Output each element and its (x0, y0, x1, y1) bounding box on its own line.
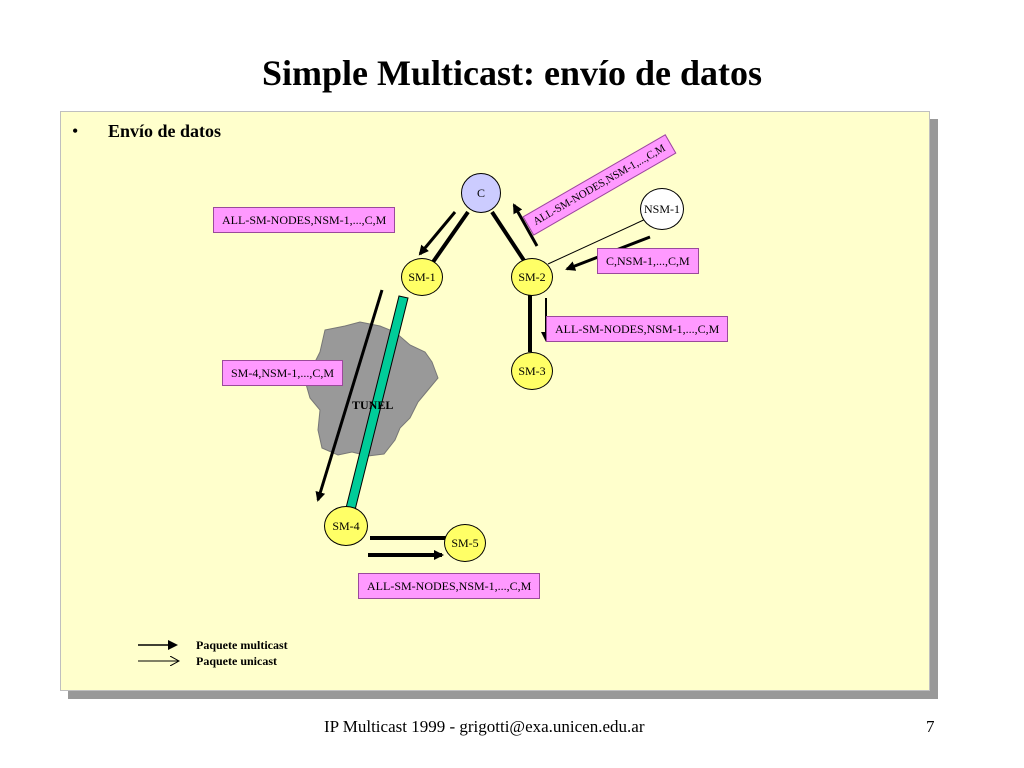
node-sm1-label: SM-1 (408, 269, 436, 284)
footer-text: IP Multicast 1999 - grigotti@exa.unicen.… (324, 717, 645, 736)
slide-title: Simple Multicast: envío de datos (262, 53, 762, 93)
node-core-c: C (461, 173, 501, 213)
node-sm5-label: SM-5 (451, 535, 479, 550)
packet-label-sm4-to-sm5: ALL-SM-NODES,NSM-1,...,C,M (358, 573, 541, 599)
node-sm2-label: SM-2 (518, 269, 546, 284)
node-sm4-label: SM-4 (332, 518, 360, 533)
node-nsm1: NSM-1 (640, 188, 684, 230)
link-c-sm2 (490, 210, 527, 264)
legend-multicast-label: Paquete multicast (196, 638, 288, 652)
bullet-marker: • (72, 121, 79, 141)
legend-unicast-label: Paquete unicast (196, 654, 277, 668)
node-sm3: SM-3 (511, 352, 553, 390)
node-sm1: SM-1 (401, 258, 443, 296)
arrow-c-to-sm1 (418, 211, 457, 256)
node-sm2: SM-2 (511, 258, 553, 296)
arrow-sm2-to-c (512, 203, 539, 247)
bullet-text: Envío de datos (108, 121, 222, 141)
packet-label-sm1-to-sm4: SM-4,NSM-1,...,C,M (222, 360, 344, 386)
link-nsm1-sm2 (547, 217, 649, 265)
packet-label-sm2-to-sm3: ALL-SM-NODES,NSM-1,...,C,M (546, 316, 729, 342)
node-sm3-label: SM-3 (518, 363, 546, 378)
tunnel-label: TUNEL (352, 398, 394, 412)
packet-label-nsm1-to-sm2: C,NSM-1,...,C,M (597, 248, 699, 274)
node-sm5: SM-5 (444, 524, 486, 562)
node-core-c-label: C (476, 185, 485, 200)
packet-label-c-to-sm1: ALL-SM-NODES,NSM-1,...,C,M (213, 207, 396, 233)
node-sm4: SM-4 (324, 506, 368, 546)
page-number: 7 (926, 717, 935, 736)
link-c-sm1 (431, 210, 470, 264)
arrow-sm1-to-sm4 (315, 289, 384, 502)
node-nsm1-label: NSM-1 (643, 201, 680, 216)
